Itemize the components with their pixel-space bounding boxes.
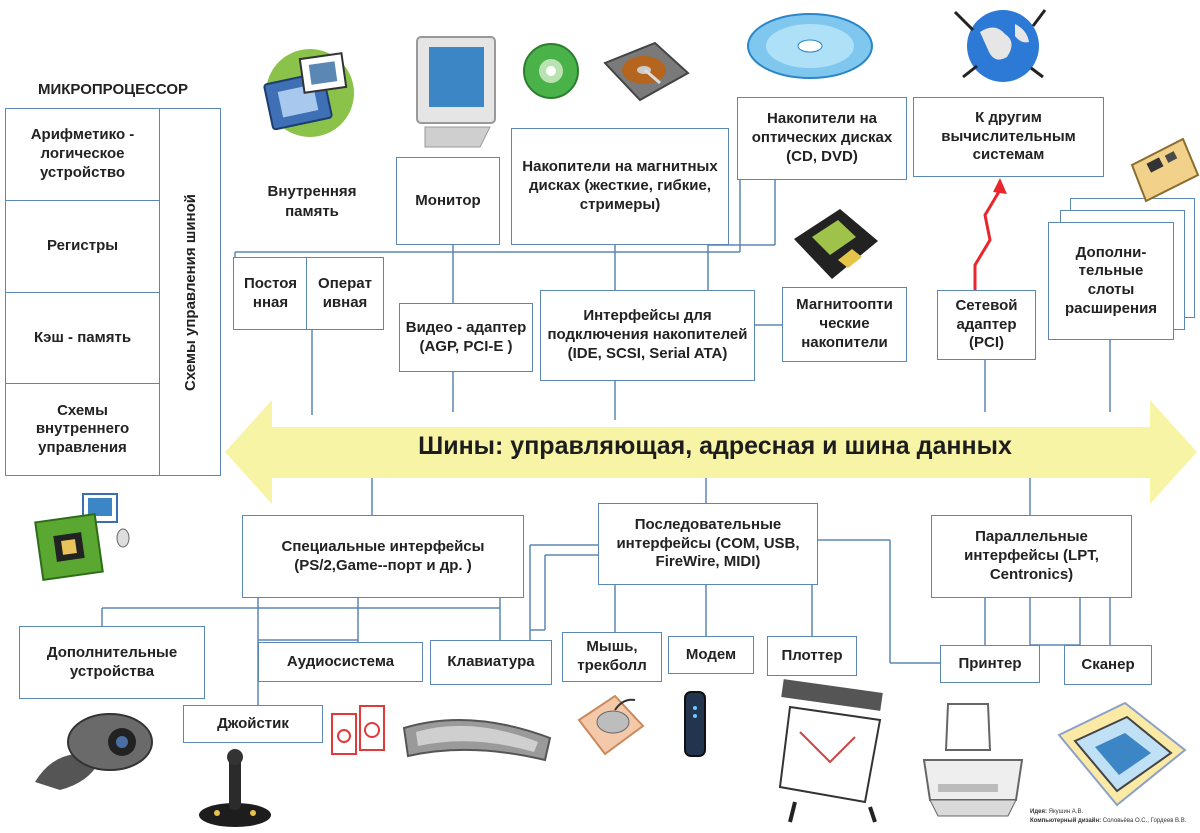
cpu-chip-icon [263, 49, 354, 137]
microprocessor-title: МИКРОПРОЦЕССОР [37, 81, 189, 98]
expansion-slots-box: Дополни- тельные слоты расширения [1048, 222, 1174, 340]
magneto-optical-box: Магнитоопти ческие накопители [782, 287, 907, 362]
joystick-icon [199, 749, 271, 827]
mouse-box: Мышь, трекболл [562, 632, 662, 682]
plotter-icon [778, 679, 883, 823]
keyboard-icon [402, 719, 552, 762]
control-cell: Схемы внутреннего управления [35, 401, 130, 457]
modem-box: Модем [668, 636, 754, 674]
microprocessor-units: Арифметико - логическое устройство Регис… [5, 108, 159, 476]
printer-icon [922, 703, 1024, 817]
parallel-interfaces-box: Параллельные интерфейсы (LPT, Centronics… [931, 515, 1132, 598]
credit-design-label: Компьютерный дизайн: [1030, 818, 1102, 824]
internal-memory-label: Внутренняя память [267, 183, 357, 220]
registers-cell: Регистры [6, 201, 159, 293]
monitor-box: Монитор [396, 157, 500, 245]
monitor-icon [416, 36, 496, 148]
credit-design: Компьютерный дизайн: Соловьёва О.С., Гор… [1030, 818, 1186, 824]
special-interfaces-box: Специальные интерфейсы (PS/2,Game--порт … [242, 515, 524, 598]
bus-control-label: Схемы управления шиной [181, 193, 199, 391]
alu-cell: Арифметико - логическое устройство [6, 109, 159, 201]
video-adapter-box: Видео - адаптер (AGP, PCI-E ) [399, 303, 533, 372]
bus-control-cell: Схемы управления шиной [159, 108, 221, 476]
floppy-disk-icon [794, 209, 878, 279]
credit-design-names: Соловьёва О.С., Гордеев В.В. [1102, 818, 1187, 824]
globe-icon [953, 9, 1047, 82]
other-systems-box: К другим вычислительным системам [913, 97, 1104, 177]
credit-idea: Идея: Якушин А.В. [1030, 809, 1083, 815]
serial-interfaces-box: Последовательные интерфейсы (COM, USB, F… [598, 503, 818, 585]
rom-box: Постоя нная [233, 257, 308, 330]
scanner-icon [1057, 701, 1187, 807]
optical-disc-icon [747, 13, 873, 79]
plotter-box: Плоттер [767, 636, 857, 676]
audio-system-box: Аудиосистема [258, 642, 423, 682]
computer-chip-icon [34, 493, 130, 582]
drive-interfaces-box: Интерфейсы для подключения накопителей (… [540, 290, 755, 381]
bus-arrow [225, 400, 1197, 504]
keyboard-box: Клавиатура [430, 640, 552, 685]
optical-drives-box: Накопители на оптических дисках (CD, DVD… [737, 97, 907, 180]
printer-box: Принтер [940, 645, 1040, 683]
cd-icon [523, 43, 579, 99]
network-adapter-box: Сетевой адаптер (PCI) [937, 290, 1036, 360]
joystick-box: Джойстик [183, 705, 323, 743]
network-card-icon [1130, 137, 1200, 203]
mouse-icon [577, 694, 645, 756]
scanner-box: Сканер [1064, 645, 1152, 685]
speakers-icon [331, 705, 385, 755]
additional-devices-box: Дополнительные устройства [19, 626, 205, 699]
hard-disk-icon [603, 41, 690, 102]
ram-box: Операт ивная [306, 257, 384, 330]
magnetic-drives-box: Накопители на магнитных дисках (жесткие,… [511, 128, 729, 245]
cache-cell: Кэш - память [6, 293, 159, 385]
credit-idea-name: Якушин А.В. [1048, 809, 1084, 815]
bus-label: Шины: управляющая, адресная и шина данны… [418, 432, 1012, 460]
modem-icon [684, 691, 706, 757]
credit-idea-label: Идея: [1030, 809, 1047, 815]
webcam-icon [35, 713, 153, 790]
